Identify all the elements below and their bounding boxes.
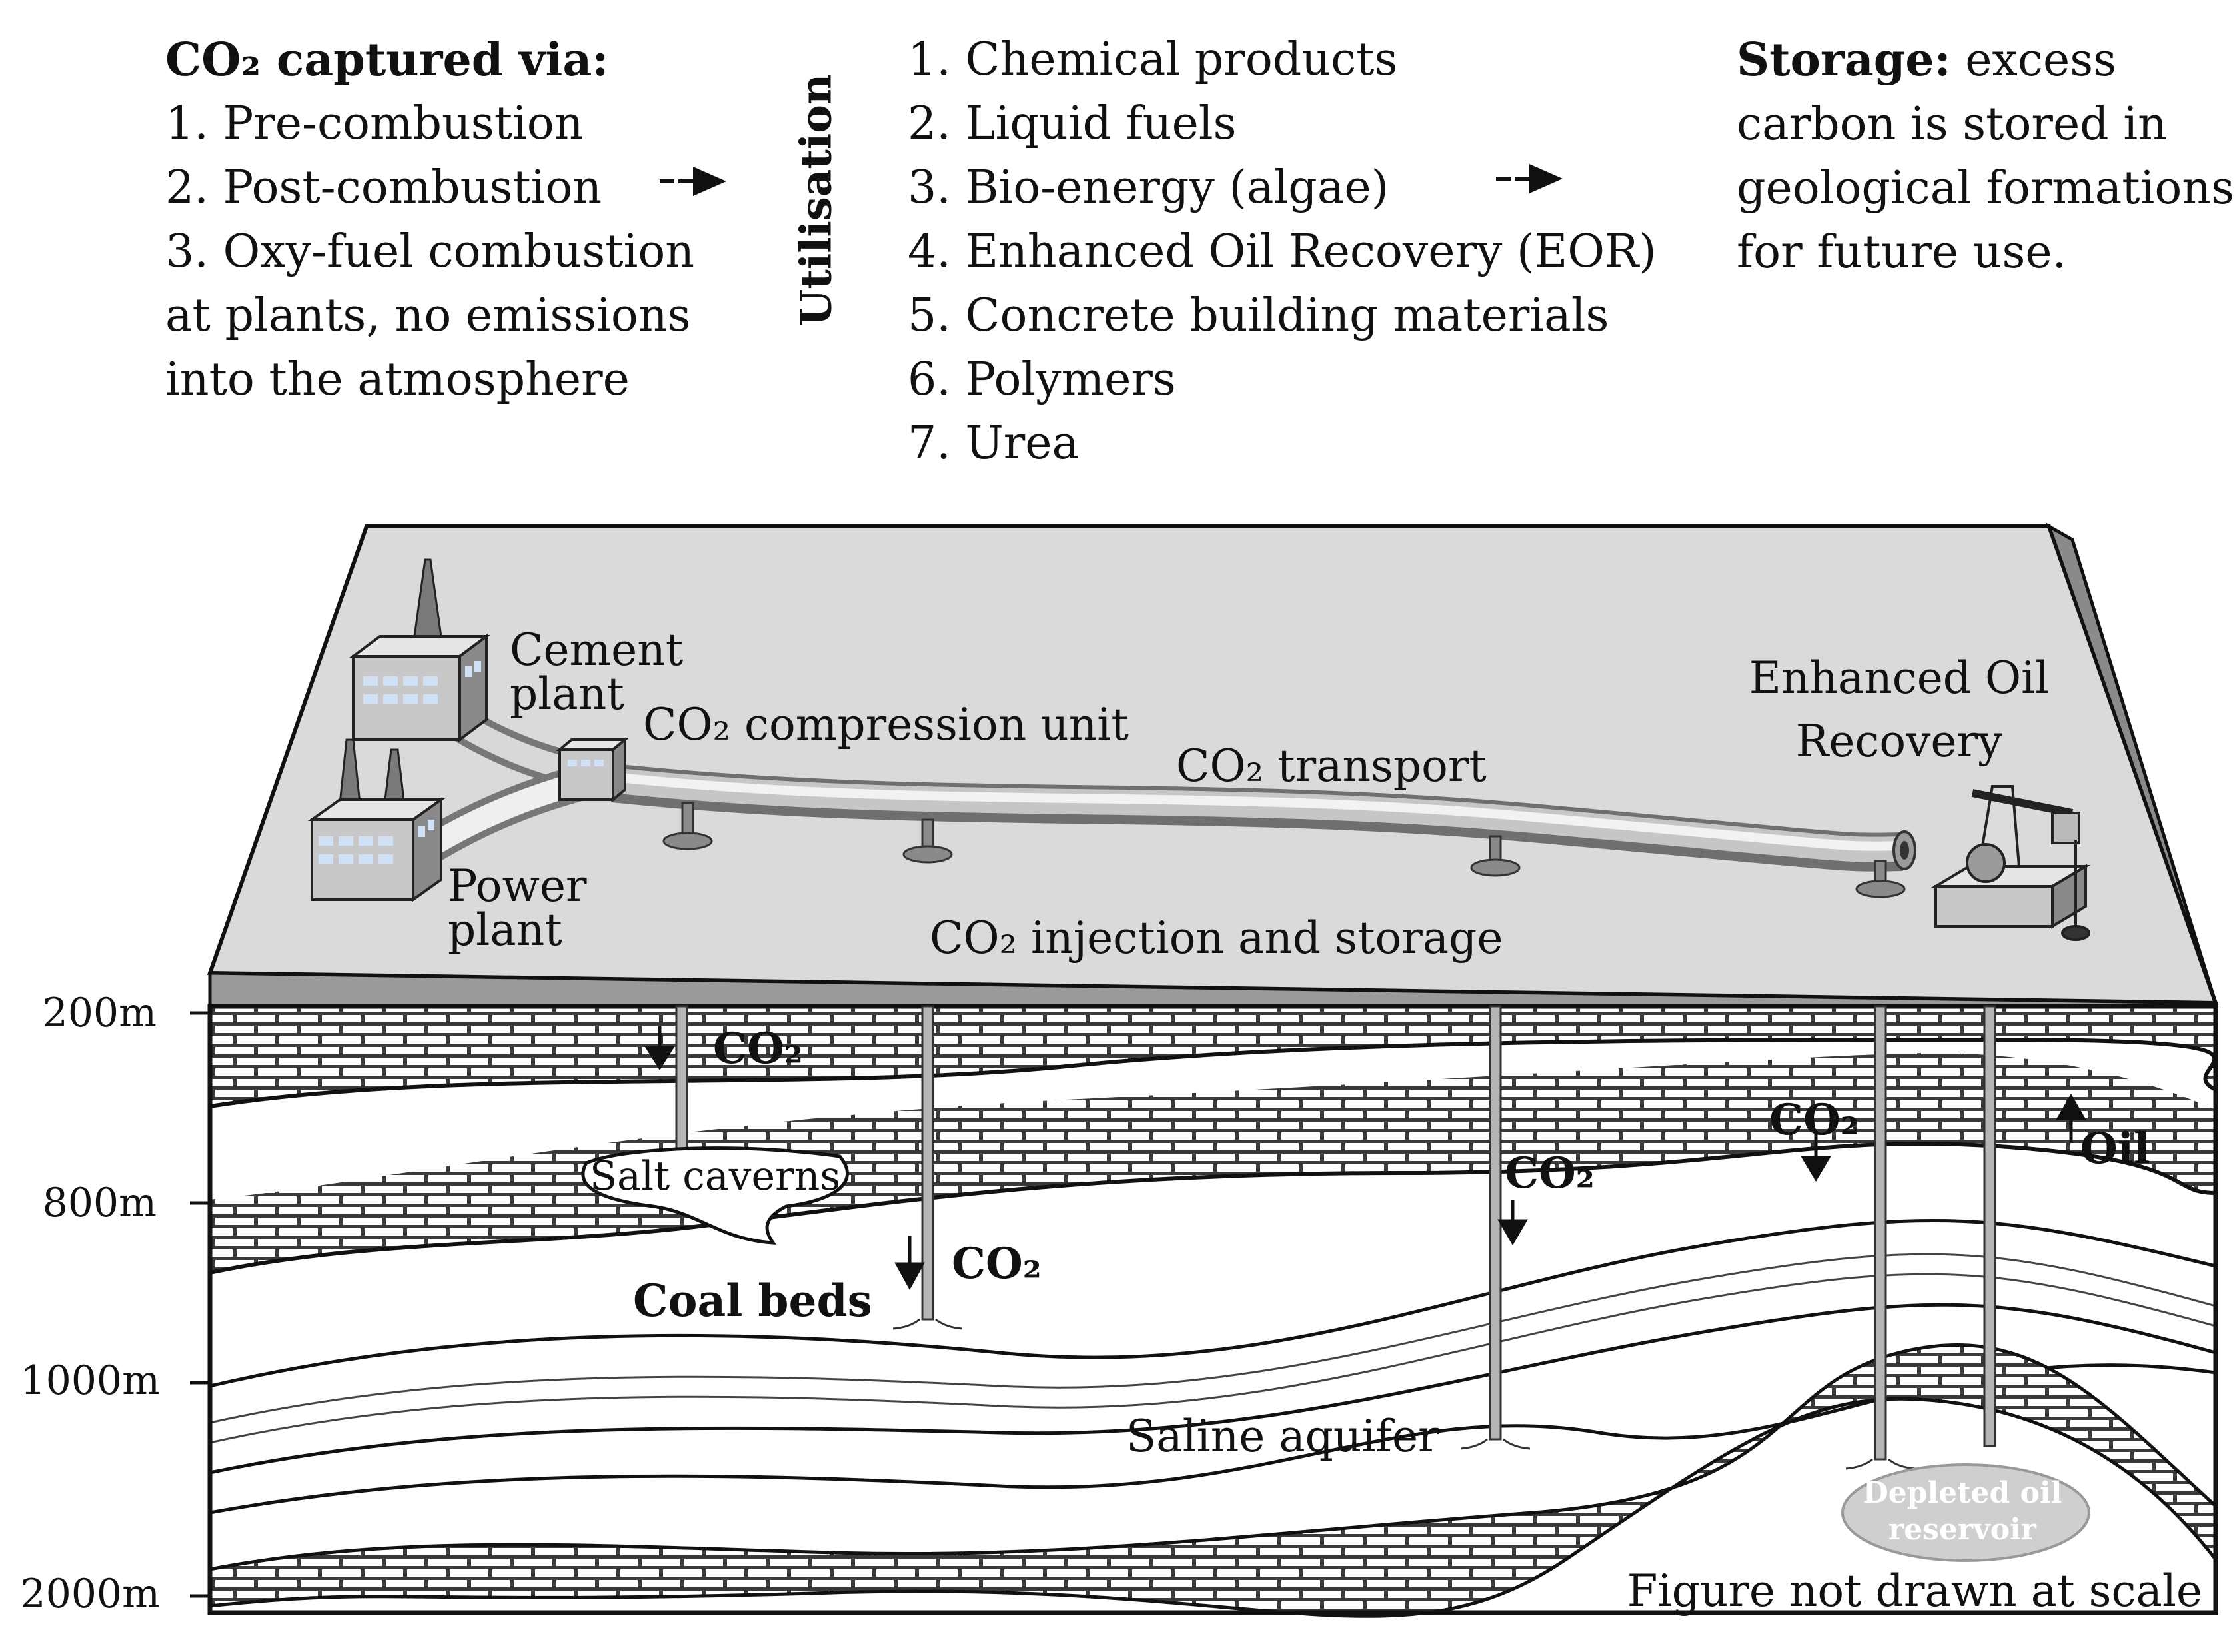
co2-label: CO₂ — [952, 1239, 1042, 1289]
storage-heading: Storage: — [1737, 33, 1951, 87]
eor-label: Enhanced Oil — [1749, 652, 2050, 704]
storage-line: for future use. — [1737, 226, 2067, 279]
storage-first-line: Storage: excess — [1737, 28, 2234, 93]
power-plant-label: plant — [448, 904, 562, 956]
scale-note: Figure not drawn at scale — [1627, 1565, 2202, 1617]
capture-line: 1. Pre-combustion — [165, 97, 584, 150]
co2-arrows — [644, 1026, 1831, 1291]
flow-arrow-1 — [660, 167, 726, 196]
eor-label: Recovery — [1796, 716, 2003, 767]
pump-jack-icon — [1930, 785, 2091, 941]
utilisation-item: 7. Urea — [908, 417, 1080, 470]
storage-line: geological formations — [1737, 162, 2235, 215]
capture-heading: CO₂ captured via: — [165, 33, 609, 87]
capture-line: at plants, no emissions — [165, 289, 691, 342]
capture-line: into the atmosphere — [165, 353, 630, 406]
coal-beds-label: Coal beds — [633, 1275, 872, 1327]
co2-label: CO₂ — [713, 1024, 803, 1074]
depth-label: 1000m — [20, 1357, 160, 1404]
storage-line: carbon is stored in — [1737, 98, 2167, 151]
cement-plant-label: plant — [510, 668, 624, 720]
utilisation-list: 1. Chemical products 2. Liquid fuels 3. … — [908, 28, 1657, 476]
saline-aquifer-label: Saline aquifer — [1126, 1411, 1439, 1462]
injection-wells — [675, 1005, 1996, 1461]
storage-first-rest: excess — [1950, 34, 2116, 87]
salt-cavern-shape — [581, 1146, 849, 1245]
storage-text-block: Storage: excess carbon is stored in geol… — [1737, 28, 2234, 285]
depth-label: 800m — [43, 1180, 157, 1226]
depleted-reservoir-shape — [1841, 1463, 2090, 1562]
oil-label: Oil — [2080, 1124, 2150, 1174]
depth-label: 2000m — [20, 1571, 160, 1617]
transport-label: CO₂ transport — [1176, 740, 1487, 792]
depth-label: 200m — [43, 990, 157, 1036]
depleted-reservoir-label: reservoir — [1888, 1513, 2037, 1547]
utilisation-item: 6. Polymers — [908, 353, 1176, 406]
utilisation-item: 2. Liquid fuels — [908, 97, 1237, 150]
surface-labels: Cement plant Power plant CO₂ compression… — [448, 624, 2049, 964]
co2-label: CO₂ — [1505, 1148, 1595, 1198]
depleted-reservoir-label: Depleted oil — [1863, 1476, 2062, 1510]
salt-caverns-label: Salt caverns — [590, 1153, 840, 1200]
oil-up-arrow — [2056, 1094, 2086, 1143]
cement-plant-icon — [349, 558, 490, 742]
utilisation-item: 1. Chemical products — [908, 33, 1398, 86]
utilisation-item: 4. Enhanced Oil Recovery (EOR) — [908, 225, 1657, 278]
depth-axis — [190, 1011, 210, 1598]
cement-plant-label: Cement — [510, 624, 683, 676]
depth-labels: 200m 800m 1000m 2000m — [20, 990, 160, 1617]
utilisation-item: 3. Bio-energy (algae) — [908, 161, 1389, 214]
co2-label: CO₂ — [1769, 1095, 1859, 1145]
utilisation-item: 5. Concrete building materials — [908, 289, 1609, 342]
compression-unit-icon — [556, 736, 629, 803]
ground-surface — [207, 522, 2219, 1012]
power-plant-label: Power — [448, 860, 587, 912]
capture-line: 3. Oxy-fuel combustion — [165, 225, 695, 278]
injection-label: CO₂ injection and storage — [930, 912, 1503, 964]
flow-arrow-2 — [1496, 164, 1563, 193]
power-plant-icon — [307, 738, 446, 902]
capture-line: 2. Post-combustion — [165, 161, 602, 214]
capture-text-block: CO₂ captured via: 1. Pre-combustion 2. P… — [165, 28, 694, 412]
pipe-supports — [662, 802, 1906, 898]
underground-labels: CO₂ CO₂ CO₂ CO₂ Oil Salt caverns Coal be… — [590, 1024, 2202, 1617]
compression-unit-label: CO₂ compression unit — [643, 699, 1129, 750]
